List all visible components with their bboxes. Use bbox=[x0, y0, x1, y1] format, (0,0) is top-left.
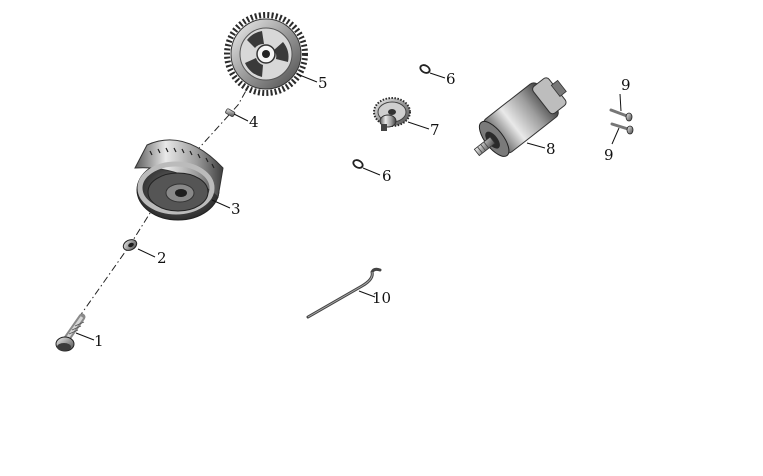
dowel-pin bbox=[225, 108, 236, 117]
callout-8: 8 bbox=[546, 140, 556, 158]
callout-6-lower: 6 bbox=[382, 167, 392, 185]
o-ring-lower bbox=[352, 159, 364, 169]
washer bbox=[122, 239, 138, 251]
callout-9-upper: 9 bbox=[621, 76, 631, 94]
callout-5: 5 bbox=[318, 74, 328, 92]
callout-1: 1 bbox=[94, 332, 104, 350]
wire-clip bbox=[306, 267, 382, 319]
starter-motor bbox=[473, 77, 567, 157]
o-ring-upper bbox=[419, 64, 431, 74]
bolt-lower bbox=[610, 122, 634, 135]
callout-4: 4 bbox=[249, 113, 259, 131]
flange-bolt bbox=[55, 313, 86, 352]
starter-clutch-housing bbox=[134, 139, 224, 221]
callout-3: 3 bbox=[231, 200, 241, 218]
callout-6-upper: 6 bbox=[446, 70, 456, 88]
callout-9-lower: 9 bbox=[604, 146, 614, 164]
bolt-upper bbox=[609, 108, 633, 122]
idle-gear bbox=[373, 97, 411, 131]
callout-2: 2 bbox=[157, 249, 167, 267]
callout-10: 10 bbox=[372, 289, 391, 307]
starter-driven-gear bbox=[224, 12, 308, 96]
leader-lines bbox=[75, 72, 622, 341]
callout-7: 7 bbox=[430, 121, 440, 139]
